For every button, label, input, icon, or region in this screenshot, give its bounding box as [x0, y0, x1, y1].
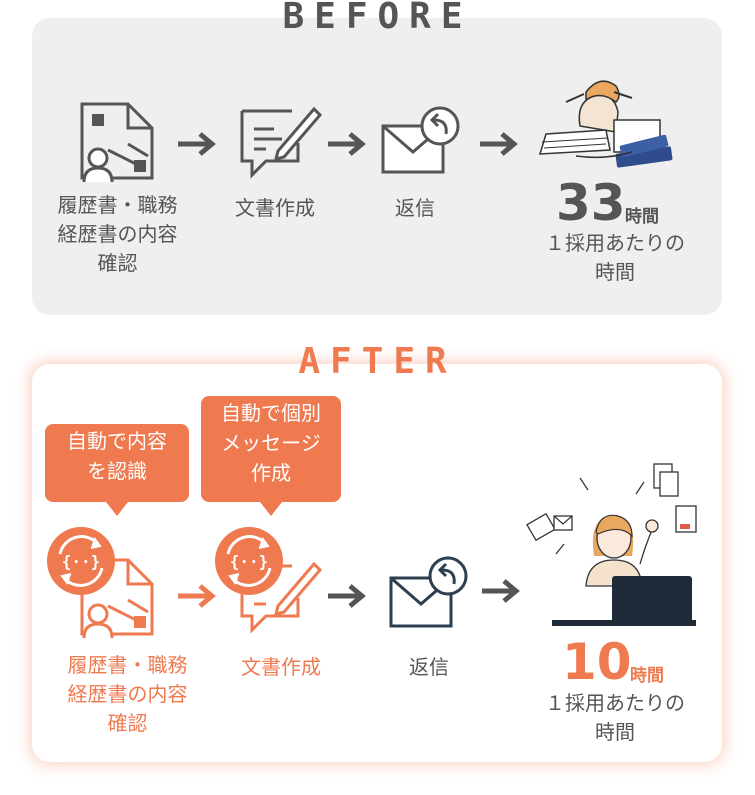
- before-step-3-label: 返信: [395, 196, 435, 220]
- after-step-3-label: 返信: [409, 655, 449, 679]
- after-step-2-label: 文書作成: [241, 655, 321, 679]
- svg-text:{··}: {··}: [230, 552, 269, 571]
- arrow-right-icon: [328, 584, 366, 608]
- arrow-right-icon: [328, 132, 366, 156]
- reply-mail-icon: [389, 556, 468, 628]
- before-step-1-label: 履歴書・職務 経歴書の内容 確認: [57, 193, 178, 275]
- arrow-right-icon: [178, 584, 216, 608]
- auto-recognize-icon: {··}: [47, 527, 115, 595]
- arrow-right-icon: [482, 579, 520, 603]
- after-hours-caption: １採用あたりの 時間: [545, 691, 685, 744]
- after-title: AFTER: [298, 341, 457, 382]
- before-hours-caption: １採用あたりの 時間: [545, 231, 685, 284]
- before-hours-number: 33: [556, 174, 626, 232]
- after-hours-unit: 時間: [630, 666, 664, 686]
- document-edit-icon: [240, 106, 323, 179]
- happy-person-illustration: [526, 463, 697, 626]
- svg-text:{··}: {··}: [62, 552, 101, 571]
- resume-icon: [80, 102, 154, 183]
- before-step-2-label: 文書作成: [235, 196, 315, 220]
- before-title: BEFORE: [282, 0, 473, 37]
- after-step-1-label: 履歴書・職務 経歴書の内容 確認: [67, 653, 188, 735]
- before-hours-unit: 時間: [625, 207, 659, 227]
- auto-message-callout: 自動で個別 メッセージ 作成: [201, 396, 341, 516]
- arrow-right-icon: [178, 132, 216, 156]
- arrow-right-icon: [480, 132, 518, 156]
- reply-mail-icon: [381, 106, 460, 174]
- after-hours-number: 10: [562, 633, 632, 691]
- resume-icon: [80, 558, 154, 639]
- auto-recognize-callout: 自動で内容 を認識: [45, 424, 189, 516]
- stressed-person-illustration: [538, 80, 673, 168]
- before-panel: [32, 18, 722, 315]
- auto-recognize-icon: {··}: [215, 527, 283, 595]
